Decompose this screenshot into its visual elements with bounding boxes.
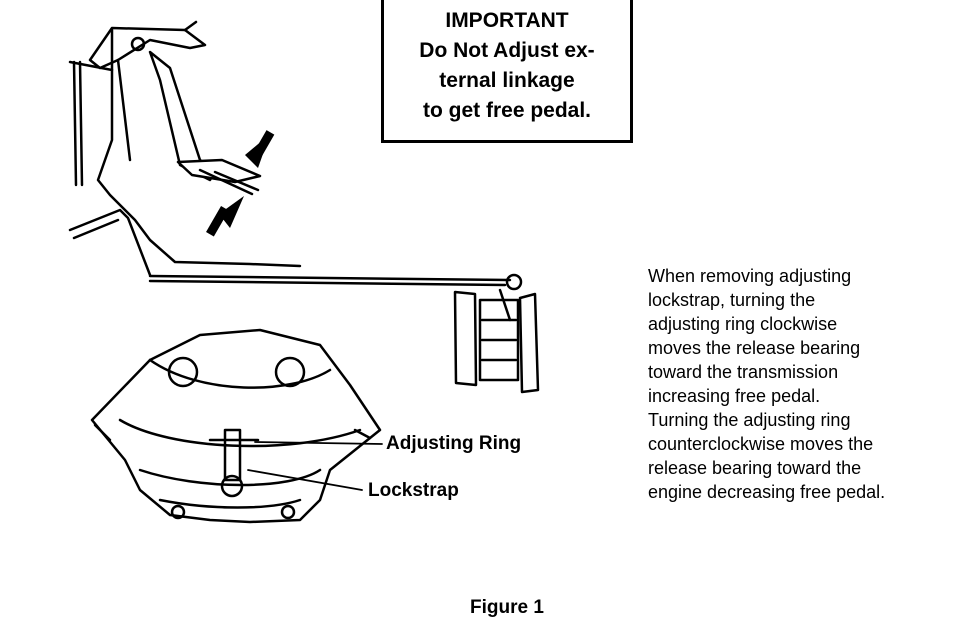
adjustment-description: When removing adjusting lockstrap, turni… [648,264,968,504]
description-line: When removing adjusting [648,266,852,286]
description-line: lockstrap, turning the [648,290,816,310]
clutch-pedal-assembly [68,20,512,287]
arrow-icon [245,130,275,168]
clutch-cover-illustration [90,328,382,524]
description-line: Turning the adjusting ring [648,410,851,430]
adjusting-ring-label: Adjusting Ring [386,433,522,454]
figure-caption: Figure 1 [470,597,544,618]
description-line: adjusting ring clockwise [648,314,838,334]
important-line: to get free pedal. [422,99,592,122]
release-bearing-assembly [453,273,540,394]
important-line: ternal linkage [439,69,575,92]
description-line: counterclockwise moves the [648,434,874,454]
description-line: engine decreasing free pedal. [648,482,886,502]
adjusting-ring-leader [254,441,383,445]
important-line: IMPORTANT [445,9,569,32]
important-line: Do Not Adjust ex- [419,39,595,62]
description-line: moves the release bearing [648,338,861,358]
lockstrap-leader [247,469,363,491]
lockstrap-label: Lockstrap [368,480,459,501]
important-notice: IMPORTANT Do Not Adjust ex- ternal linka… [381,0,633,143]
arrow-icon [206,196,244,237]
description-line: increasing free pedal. [648,386,821,406]
description-line: release bearing toward the [648,458,862,478]
description-line: toward the transmission [648,362,839,382]
